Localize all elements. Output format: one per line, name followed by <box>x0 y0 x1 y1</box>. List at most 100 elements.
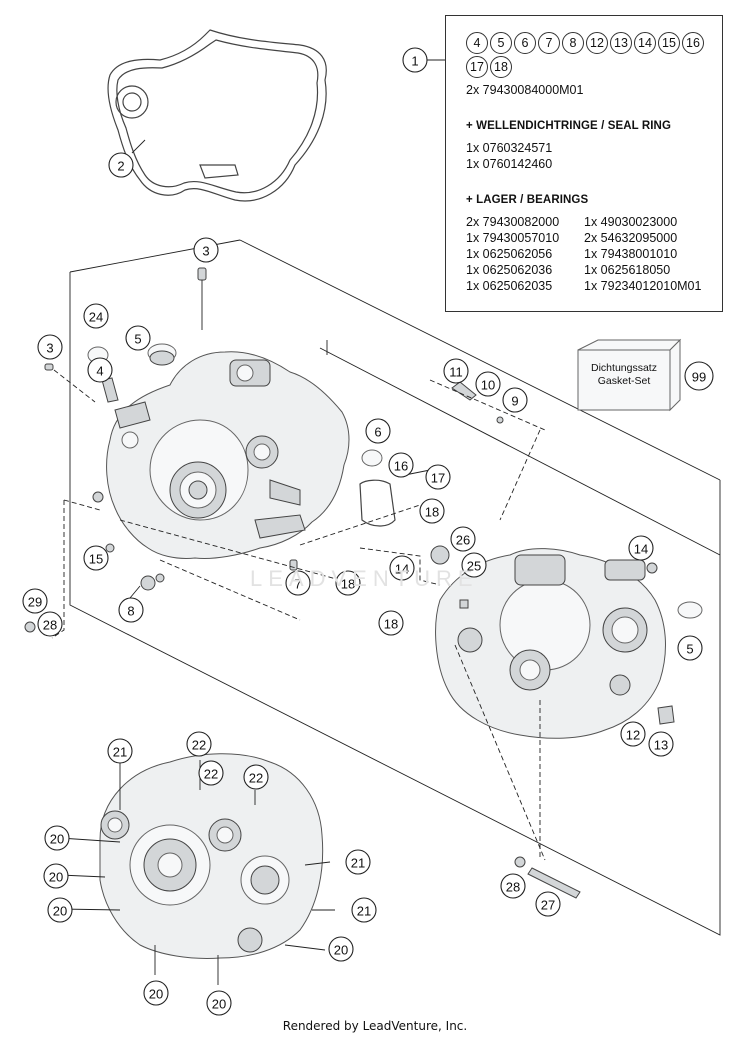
included-part-chip: 17 <box>466 56 488 78</box>
part-callout-20: 20 <box>143 980 169 1006</box>
part-callout-label: 14 <box>634 542 648 557</box>
bearing-cell: 1x 49030023000 <box>584 215 678 229</box>
part-callout-26: 26 <box>450 526 476 552</box>
part-callout-label: 14 <box>395 562 409 577</box>
part-callout-label: 16 <box>394 459 408 474</box>
part-callout-label: 5 <box>686 642 693 657</box>
part-callout-22: 22 <box>198 760 224 786</box>
part-callout-20: 20 <box>206 990 232 1016</box>
part-callout-21: 21 <box>345 849 371 875</box>
part-callout-label: 20 <box>50 832 64 847</box>
part-callout-22: 22 <box>243 764 269 790</box>
part-callout-18: 18 <box>335 570 361 596</box>
bearing-cell: 1x 79234012010M01 <box>584 279 702 293</box>
part-callout-12: 12 <box>620 721 646 747</box>
part-callout-label: 12 <box>626 728 640 743</box>
included-part-chip: 8 <box>562 32 584 54</box>
part-callout-14: 14 <box>628 535 654 561</box>
part-callout-label: 29 <box>28 595 42 610</box>
part-callout-11: 11 <box>443 358 469 384</box>
bearing-cell: 1x 0625062036 <box>466 263 553 277</box>
part-callout-label: 5 <box>134 332 141 347</box>
part-callout-label: 3 <box>46 341 53 356</box>
bearing-cell: 1x 0625062035 <box>466 279 553 293</box>
part-callout-18: 18 <box>419 498 445 524</box>
bearing-cell: 2x 79430082000 <box>466 215 560 229</box>
part-callout-22: 22 <box>186 731 212 757</box>
part-callout-5: 5 <box>677 635 703 661</box>
part-callout-6: 6 <box>365 418 391 444</box>
gasket-set-label-en: Gasket-Set <box>597 375 651 387</box>
part-callout-1: 1 <box>402 47 428 73</box>
included-part-chip: 14 <box>634 32 656 54</box>
right-crankcase-half <box>435 548 666 739</box>
main-part-number: 2x 79430084000M01 <box>466 83 584 97</box>
included-part-chip: 13 <box>610 32 632 54</box>
part-callout-label: 20 <box>49 870 63 885</box>
part-callout-5: 5 <box>125 325 151 351</box>
left-crankcase-half <box>106 351 350 559</box>
part-callout-8: 8 <box>118 597 144 623</box>
part-callout-label: 20 <box>149 987 163 1002</box>
part-callout-24: 24 <box>83 303 109 329</box>
part-callout-label: 11 <box>449 365 463 380</box>
part-callout-label: 7 <box>294 577 301 592</box>
bearing-cell: 1x 0625062056 <box>466 247 553 261</box>
part-callout-label: 20 <box>212 997 226 1012</box>
small-parts <box>24 267 703 899</box>
gasket-set-label: Dichtungssatz Gasket-Set <box>578 362 670 388</box>
part-callout-21: 21 <box>351 897 377 923</box>
footer-credit: Rendered by LeadVenture, Inc. <box>282 1019 468 1033</box>
part-callout-label: 18 <box>384 617 398 632</box>
gasket-set-box <box>577 338 682 412</box>
part-callout-label: 2 <box>117 159 124 174</box>
part-callout-16: 16 <box>388 452 414 478</box>
part-callout-17: 17 <box>425 464 451 490</box>
included-part-chip: 7 <box>538 32 560 54</box>
bearing-cell: 2x 54632095000 <box>584 231 678 245</box>
included-part-chip: 6 <box>514 32 536 54</box>
part-callout-20: 20 <box>328 936 354 962</box>
included-part-chip: 15 <box>658 32 680 54</box>
part-callout-label: 25 <box>467 559 481 574</box>
part-callout-label: 6 <box>374 425 381 440</box>
part-callout-label: 20 <box>334 943 348 958</box>
lower-crankcase-view <box>99 753 324 959</box>
part-callout-25: 25 <box>461 552 487 578</box>
part-callout-20: 20 <box>44 825 70 851</box>
part-callout-3: 3 <box>193 237 219 263</box>
part-callout-label: 3 <box>202 244 209 259</box>
included-part-chip: 12 <box>586 32 608 54</box>
part-callout-label: 24 <box>89 310 103 325</box>
part-callout-label: 20 <box>53 904 67 919</box>
watermark: LEADVENTURE <box>250 566 479 591</box>
part-callout-28: 28 <box>37 611 63 637</box>
included-part-chip: 16 <box>682 32 704 54</box>
bearing-cell: 1x 79430057010 <box>466 231 560 245</box>
part-callout-label: 17 <box>431 471 445 486</box>
part-callout-10: 10 <box>475 371 501 397</box>
seal-ring-heading: + WELLENDICHTRINGE / SEAL RING <box>466 120 672 132</box>
part-callout-label: 27 <box>541 898 555 913</box>
part-callout-label: 9 <box>511 394 518 409</box>
part-callout-label: 10 <box>481 378 495 393</box>
included-part-chip: 4 <box>466 32 488 54</box>
part-callout-label: 21 <box>357 904 371 919</box>
bearing-cell: 1x 0625618050 <box>584 263 671 277</box>
part-callout-29: 29 <box>22 588 48 614</box>
gasket-set-label-de: Dichtungssatz <box>591 362 657 374</box>
assembly-frame <box>69 272 721 936</box>
part-callout-2: 2 <box>108 152 134 178</box>
part-callout-3: 3 <box>37 334 63 360</box>
part-callout-20: 20 <box>47 897 73 923</box>
part-callout-label: 13 <box>654 738 668 753</box>
part-callout-20: 20 <box>43 863 69 889</box>
part-callout-21: 21 <box>107 738 133 764</box>
part-callout-label: 18 <box>341 577 355 592</box>
part-callout-label: 21 <box>351 856 365 871</box>
part-callout-label: 28 <box>506 880 520 895</box>
part-callout-label: 15 <box>89 552 103 567</box>
gasket-set-callout: 99 <box>684 361 714 391</box>
part-callout-label: 18 <box>425 505 439 520</box>
